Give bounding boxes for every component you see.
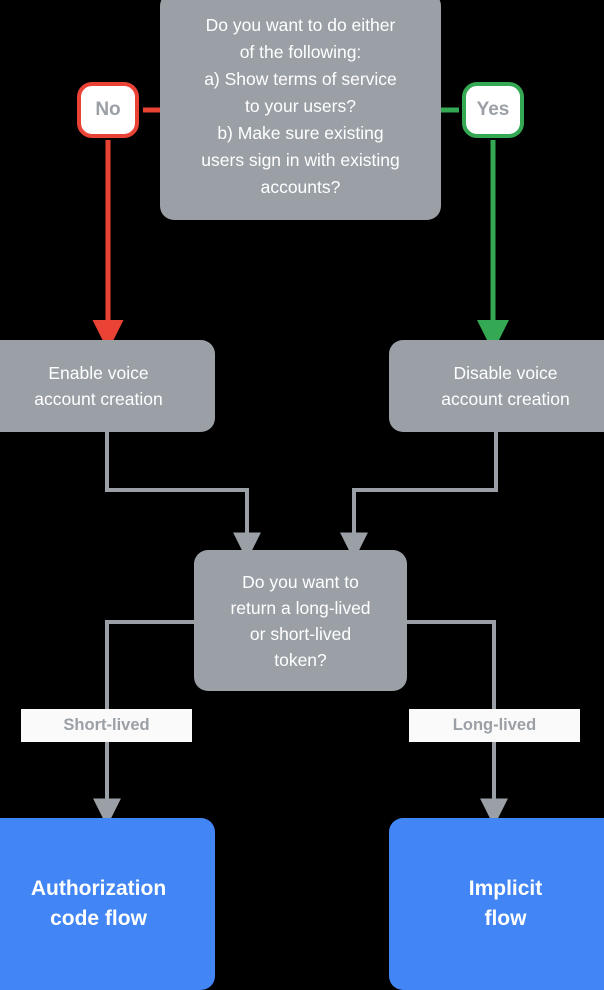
process-node-disable-voice-account-creation-label: Disable voice account creation: [441, 363, 570, 409]
terminal-node-implicit-flow[interactable]: Implicit flow: [389, 818, 604, 990]
edge-label-short-lived-text: Short-lived: [63, 716, 150, 734]
edge-label-long-lived-text: Long-lived: [452, 716, 537, 734]
edge-label-long-lived: Long-lived: [409, 709, 580, 742]
process-node-disable-voice-account-creation[interactable]: Disable voice account creation: [389, 340, 604, 432]
terminal-node-authorization-code-flow[interactable]: Authorization code flow: [0, 818, 215, 990]
edge-label-short-lived: Short-lived: [21, 709, 192, 742]
decision-node-top-question-label: Do you want to do either of the followin…: [201, 14, 400, 197]
branch-node-no-label: No: [95, 99, 121, 120]
connector-enable-to-token-question: [105, 432, 261, 561]
process-node-enable-voice-account-creation[interactable]: Enable voice account creation: [0, 340, 215, 432]
branch-node-yes-label: Yes: [476, 99, 510, 120]
branch-node-no[interactable]: No: [77, 82, 139, 138]
decision-node-top-question[interactable]: Do you want to do either of the followin…: [160, 0, 441, 220]
terminal-node-implicit-flow-label: Implicit flow: [468, 877, 543, 930]
branch-node-yes[interactable]: Yes: [462, 82, 524, 138]
decision-node-token-question[interactable]: Do you want to return a long-lived or sh…: [194, 550, 407, 691]
terminal-node-authorization-code-flow-label: Authorization code flow: [30, 877, 167, 930]
decision-node-token-question-label: Do you want to return a long-lived or sh…: [230, 571, 371, 670]
connector-disable-to-token-question: [340, 432, 498, 561]
process-node-enable-voice-account-creation-label: Enable voice account creation: [34, 363, 163, 409]
